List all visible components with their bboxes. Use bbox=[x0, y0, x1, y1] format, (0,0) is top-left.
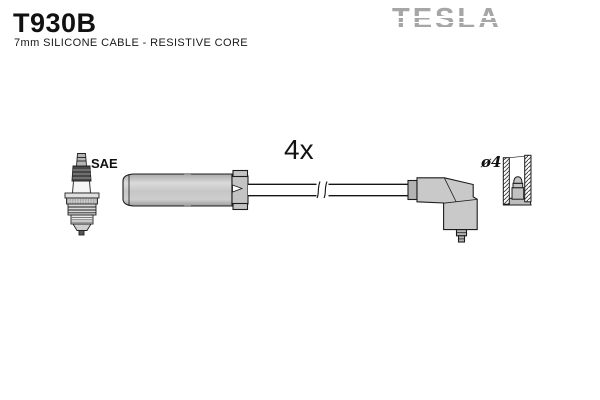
terminal-diameter-label: ø4 bbox=[481, 153, 502, 171]
cable-description: 7mm SILICONE CABLE - RESISTIVE CORE bbox=[14, 37, 249, 49]
tesla-logo-text: TESLA bbox=[392, 3, 503, 35]
tesla-logo: TESLA bbox=[392, 4, 510, 36]
logo-stripe bbox=[392, 16, 510, 18]
ignition-wire-figure bbox=[248, 181, 408, 199]
terminal-cross-section-figure bbox=[502, 154, 532, 206]
spark-plug-standard-label: SAE bbox=[91, 156, 118, 171]
quantity-label: 4x bbox=[284, 134, 314, 165]
logo-stripe bbox=[392, 27, 510, 29]
coil-boot-figure bbox=[407, 177, 478, 243]
logo-stripe bbox=[392, 21, 510, 24]
part-number: T930B bbox=[13, 8, 97, 38]
distributor-boot-figure bbox=[122, 169, 249, 211]
spark-plug-figure bbox=[64, 153, 100, 236]
